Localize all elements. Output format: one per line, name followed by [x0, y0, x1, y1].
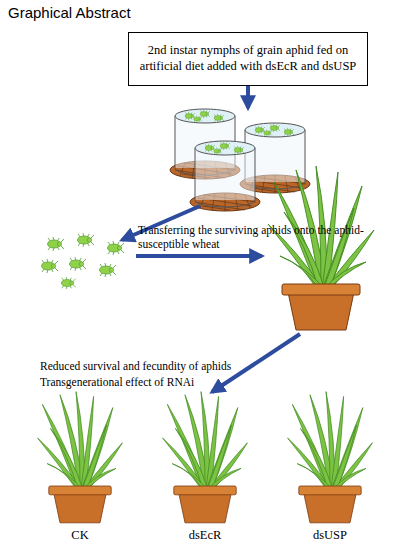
wheat-pot-ck [38, 392, 123, 523]
step-note: Transgenerational effect of RNAi [40, 376, 300, 390]
wheat-pot-dsusp [288, 392, 373, 523]
wheat-pot [268, 166, 374, 330]
pot-label: dsUSP [290, 528, 370, 543]
cage-front [190, 141, 260, 211]
box-text: 2nd instar nymphs of grain aphid fed on … [137, 43, 359, 74]
process-box: 2nd instar nymphs of grain aphid fed on … [128, 32, 368, 86]
wheat-pot-dsecr [163, 392, 248, 523]
aphid-group [42, 233, 125, 289]
flow-arrow [246, 86, 250, 108]
step-note: Reduced survival and fecundity of aphids [40, 360, 300, 374]
step-note: Transferring the surviving aphids onto t… [138, 224, 410, 252]
pot-label: dsEcR [165, 528, 245, 543]
flow-arrow [136, 254, 262, 258]
pot-label: CK [40, 528, 120, 543]
diagram-title: Graphical Abstract [8, 4, 131, 21]
